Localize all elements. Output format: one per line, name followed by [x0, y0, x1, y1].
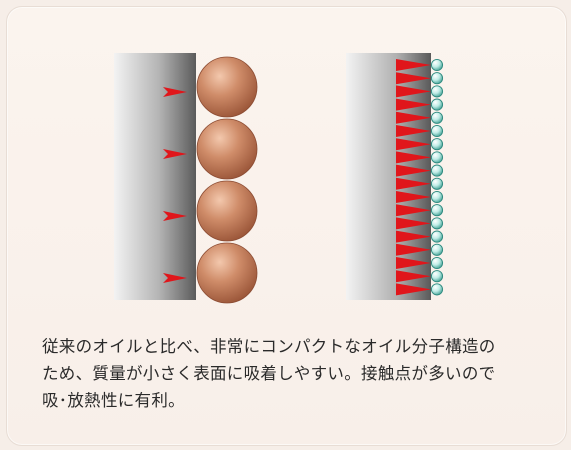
contact-arrow: [163, 149, 187, 159]
caption-line-2: ため、質量が小さく表面に吸着しやすい。接触点が多いので: [42, 364, 496, 383]
small-oil-molecule: [430, 164, 444, 177]
contact-arrow: [163, 87, 187, 97]
contact-arrow: [396, 191, 431, 203]
small-oil-molecule: [430, 217, 444, 230]
large-oil-molecule: [196, 118, 258, 180]
contact-arrow: [396, 204, 431, 217]
description-caption: 従来のオイルと比べ、非常にコンパクトなオイル分子構造の ため、質量が小さく表面に…: [42, 333, 542, 414]
small-oil-molecule: [430, 283, 444, 296]
contact-arrow: [396, 270, 431, 283]
contact-arrow: [396, 138, 431, 151]
contact-arrow: [396, 243, 431, 256]
contact-arrow: [396, 72, 431, 85]
contact-arrow: [163, 273, 187, 283]
large-oil-molecule: [196, 180, 258, 242]
contact-arrow: [163, 211, 187, 221]
contact-arrow: [396, 217, 431, 230]
small-oil-molecules: [430, 58, 444, 296]
small-oil-molecule: [430, 151, 444, 164]
contact-arrow: [396, 283, 431, 296]
small-oil-molecule: [430, 72, 444, 85]
contact-arrow: [396, 164, 431, 177]
compact-oil-panel: [346, 53, 444, 300]
contact-arrow: [396, 177, 431, 190]
molecule-comparison-diagram: [114, 53, 444, 304]
caption-line-3: 吸･放熱性に有利。: [42, 391, 185, 410]
small-oil-molecule: [430, 58, 444, 72]
contact-arrow: [396, 111, 431, 124]
contact-arrow: [396, 151, 431, 164]
contact-arrow: [396, 59, 431, 71]
contact-arrows-left: [163, 87, 187, 283]
background-card: [6, 6, 567, 446]
contact-arrow: [396, 85, 431, 98]
small-oil-molecule: [430, 270, 444, 283]
contact-arrows-right: [396, 59, 431, 296]
small-oil-molecule: [430, 138, 444, 151]
metal-surface-right: [346, 53, 431, 300]
conventional-oil-panel: [114, 53, 258, 304]
large-oil-molecule: [196, 56, 258, 118]
small-oil-molecule: [430, 124, 444, 138]
small-oil-molecule: [430, 243, 444, 256]
small-oil-molecule: [430, 177, 444, 190]
large-oil-molecules: [196, 56, 258, 304]
small-oil-molecule: [430, 111, 444, 124]
contact-arrow: [396, 125, 431, 137]
contact-arrow: [396, 98, 431, 111]
large-oil-molecule: [196, 242, 258, 304]
small-oil-molecule: [430, 190, 444, 204]
caption-line-1: 従来のオイルと比べ、非常にコンパクトなオイル分子構造の: [42, 337, 496, 356]
contact-arrow: [396, 257, 431, 269]
small-oil-molecule: [430, 98, 444, 111]
contact-arrow: [396, 230, 431, 243]
small-oil-molecule: [430, 85, 444, 98]
small-oil-molecule: [430, 230, 444, 243]
small-oil-molecule: [430, 204, 444, 217]
metal-surface-left: [114, 53, 196, 300]
small-oil-molecule: [430, 256, 444, 270]
